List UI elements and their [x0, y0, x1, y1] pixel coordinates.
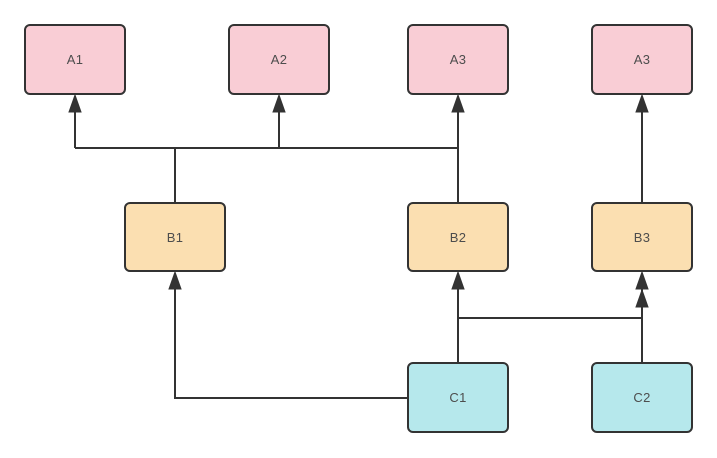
node-a2: A2: [228, 24, 330, 95]
node-b3: B3: [591, 202, 693, 272]
node-c1-label: C1: [449, 390, 467, 405]
arrowhead-b3-second: [635, 288, 649, 308]
node-b2: B2: [407, 202, 509, 272]
edge-c1-b3: [458, 292, 643, 319]
node-a1-label: A1: [66, 52, 84, 67]
node-b2-label: B2: [449, 229, 467, 245]
node-a3-right: A3: [591, 24, 693, 95]
arrowhead-a3-right: [635, 93, 649, 113]
node-a3: A3: [407, 24, 509, 95]
node-a1: A1: [24, 24, 126, 95]
node-c2: C2: [591, 362, 693, 433]
node-c1: C1: [407, 362, 509, 433]
node-b1: B1: [124, 202, 226, 272]
edge-c1-b1: [174, 274, 407, 399]
arrowhead-b3: [635, 270, 649, 290]
node-c2-label: C2: [633, 390, 651, 405]
node-a3-label: A3: [449, 52, 467, 67]
node-b3-label: B3: [633, 229, 651, 245]
node-a2-label: A2: [270, 52, 288, 67]
arrowhead-a2: [272, 93, 286, 113]
arrowhead-a1: [68, 93, 82, 113]
node-a3-right-label: A3: [633, 52, 651, 67]
node-b1-label: B1: [166, 229, 184, 245]
arrowhead-b2: [451, 270, 465, 290]
arrowhead-b1: [168, 270, 182, 290]
arrowhead-a3: [451, 93, 465, 113]
